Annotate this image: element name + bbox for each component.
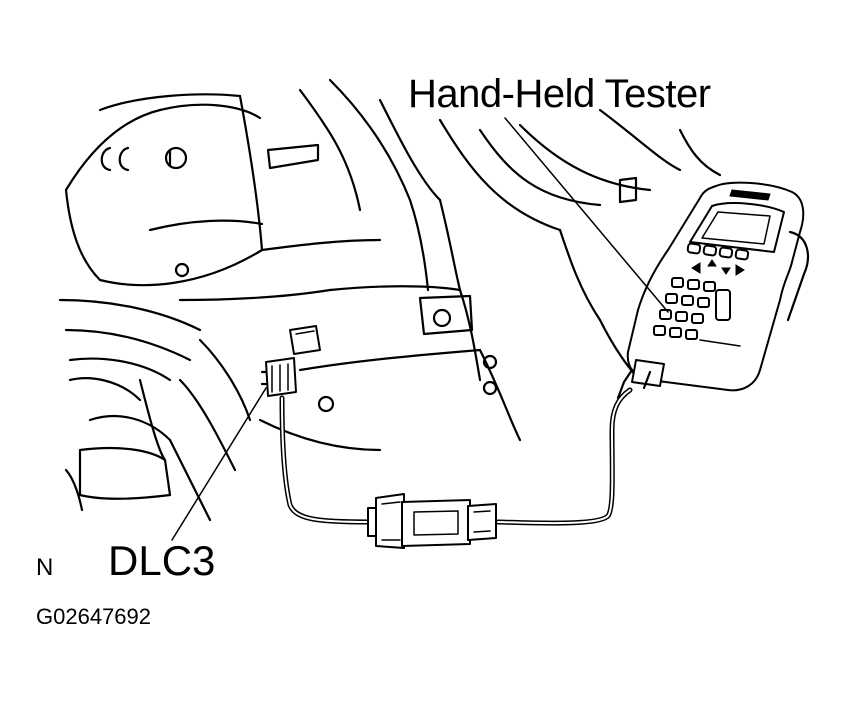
vehicle-dashboard-lineart bbox=[58, 78, 722, 522]
dlc3-connector bbox=[260, 357, 297, 397]
tester-leader-line bbox=[504, 117, 669, 313]
hand-held-tester bbox=[616, 181, 809, 400]
tester-cable bbox=[279, 387, 633, 526]
cable-adapter bbox=[367, 493, 497, 549]
dlc3-leader-line bbox=[171, 387, 267, 541]
view-letter-label: N bbox=[36, 554, 54, 581]
figure-id-label: G02647692 bbox=[36, 604, 151, 629]
dlc3-label: DLC3 bbox=[108, 537, 216, 584]
tester-keypad bbox=[653, 277, 731, 340]
hand-held-tester-label: Hand-Held Tester bbox=[408, 72, 711, 116]
